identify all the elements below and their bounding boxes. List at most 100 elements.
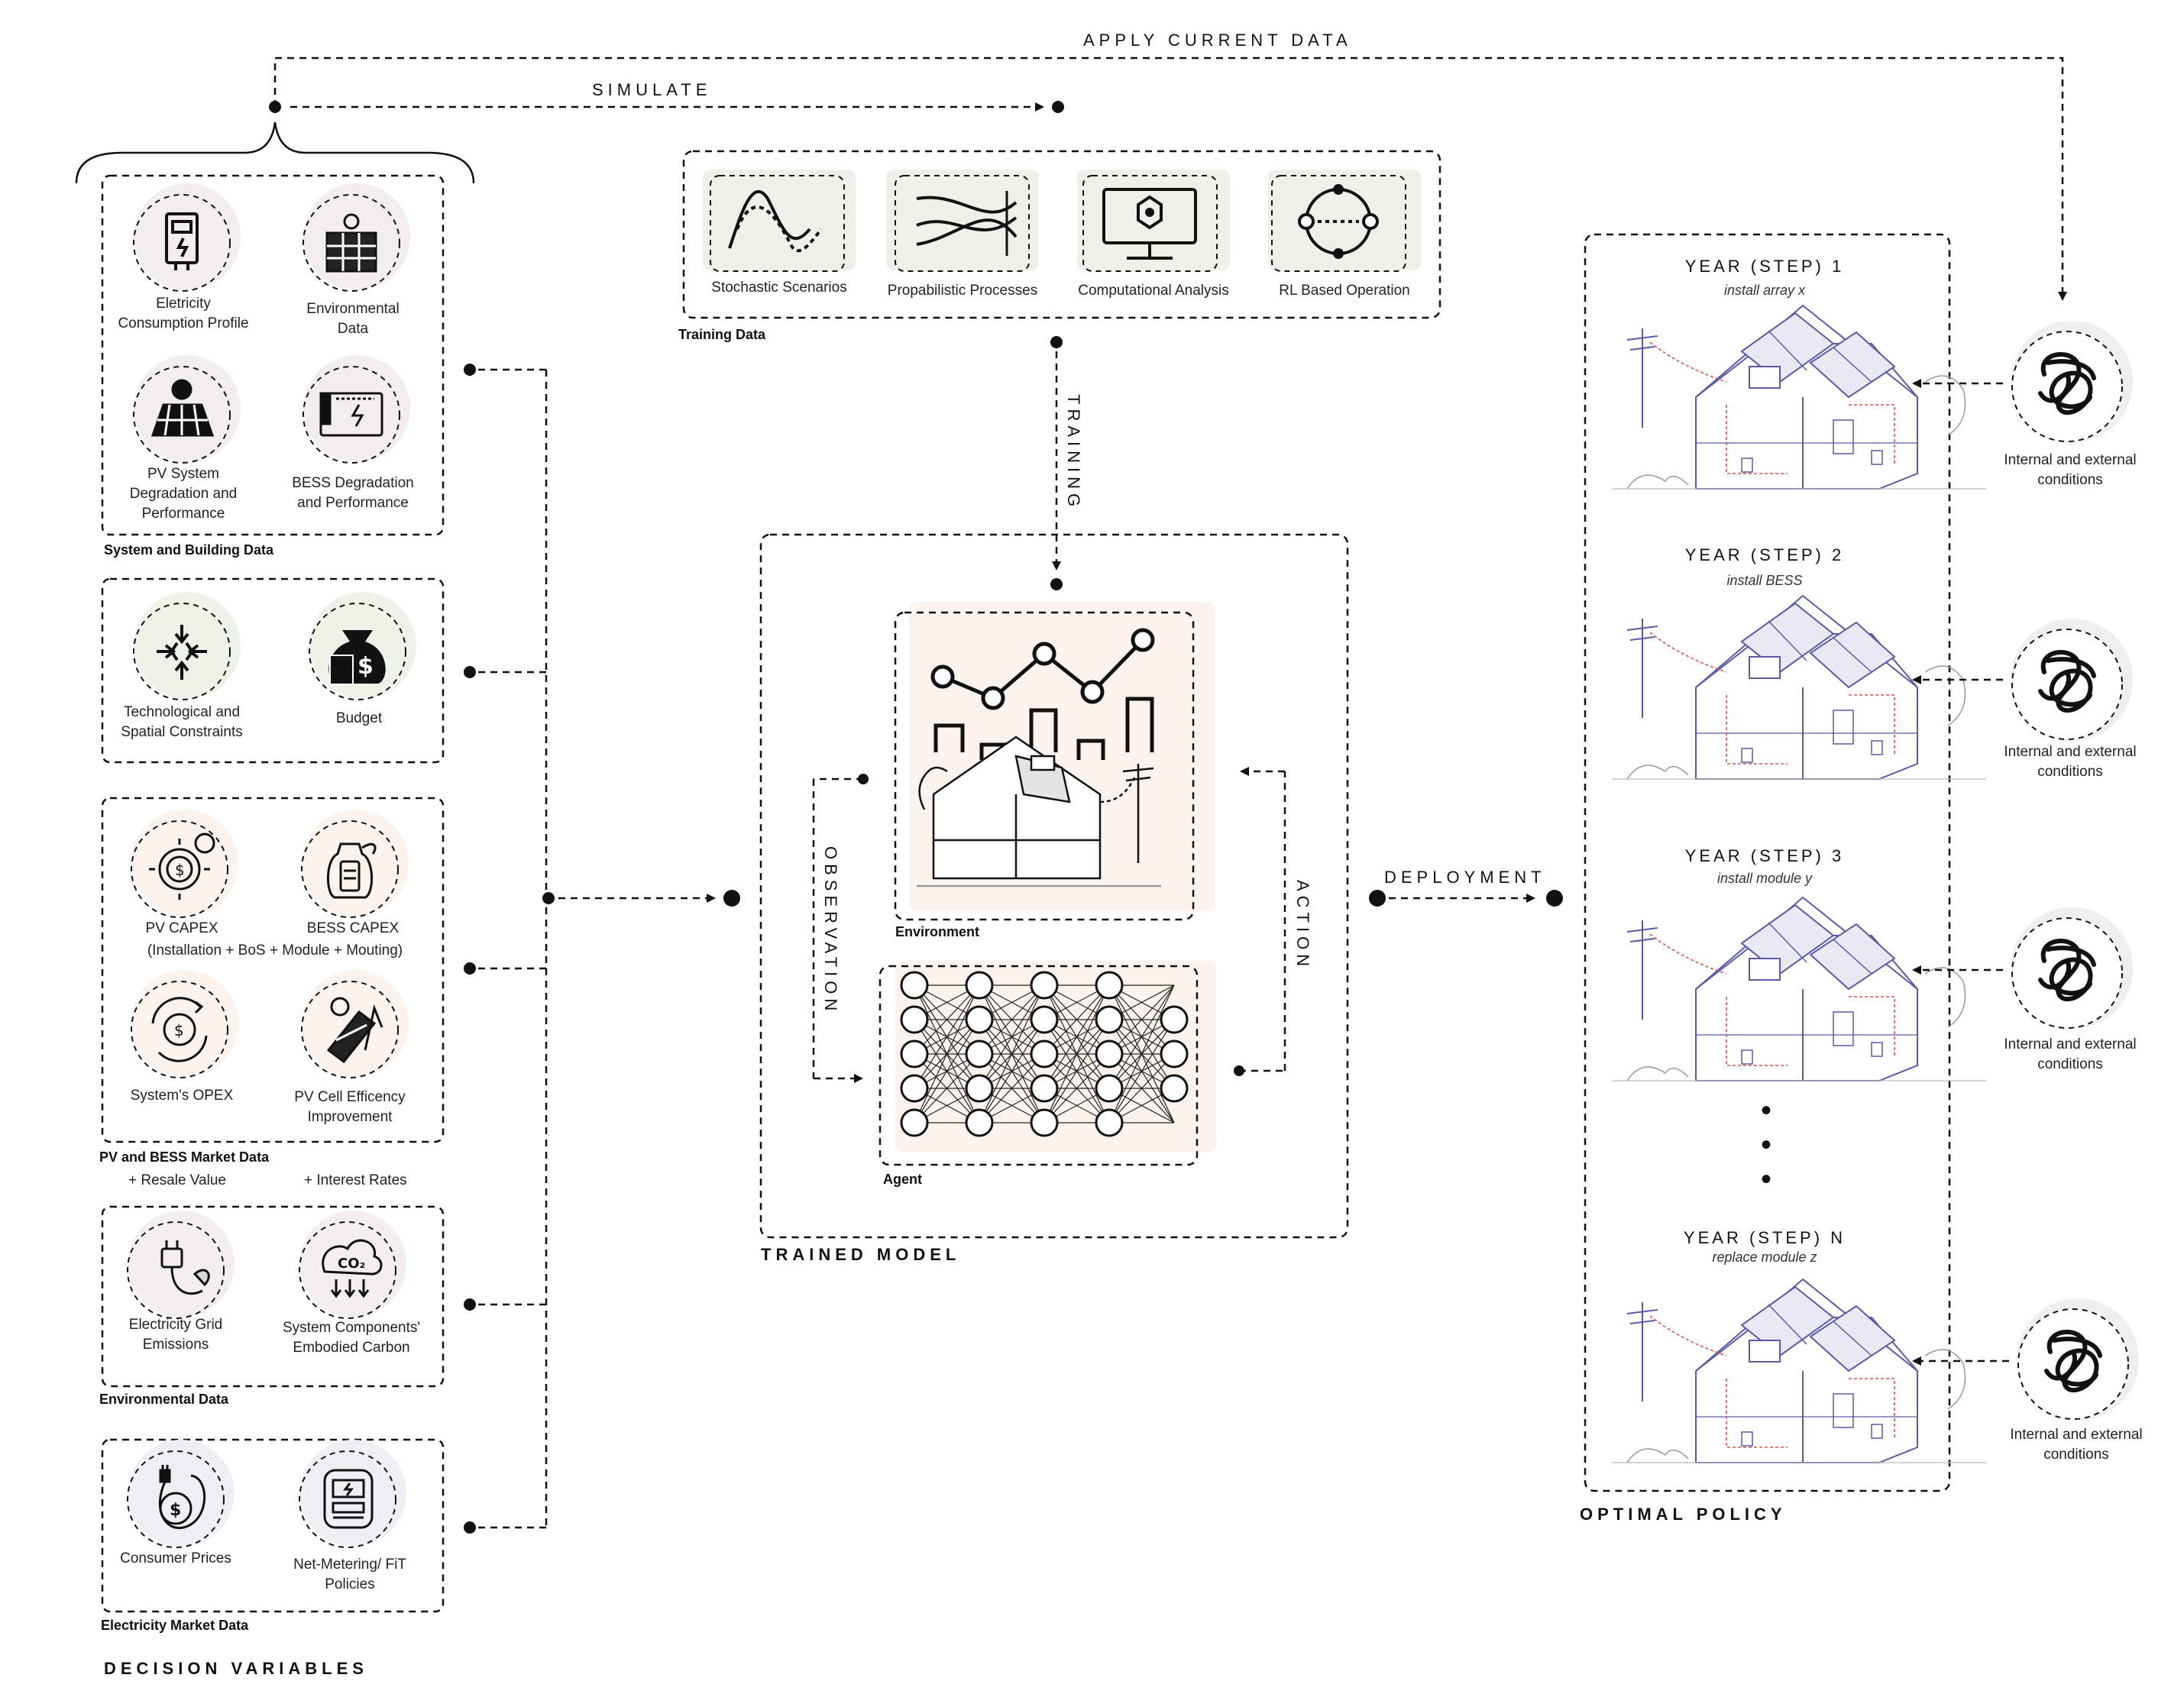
nn-node [1160, 1039, 1189, 1068]
svg-text:$: $ [175, 861, 185, 879]
label-constraints: Technological and Spatial Constraints [121, 704, 243, 740]
nn-node [900, 1039, 929, 1068]
nn-node [1030, 1005, 1059, 1034]
nn-node [1030, 1039, 1059, 1068]
step-3-title: YEAR (STEP) 3 [1684, 846, 1845, 865]
action-label: ACTION [1293, 880, 1312, 972]
caption-electricity: Electricity Market Data [101, 1618, 249, 1633]
bess-capex-jar-icon [326, 842, 377, 899]
constraints-arrows-icon [157, 625, 207, 680]
label-rl-operation: RL Based Operation [1279, 283, 1410, 299]
simulate-arrow [269, 101, 1064, 113]
opex-cycle-icon: $ [151, 997, 208, 1062]
training-arrow [1050, 336, 1063, 590]
label-conditions-3: Internal and external conditions [2004, 1036, 2137, 1072]
inputs-bus [466, 368, 716, 1529]
panel-environmental [101, 1205, 445, 1388]
pv-capex-gear-icon: $ [149, 832, 215, 900]
action-loop [1239, 767, 1286, 1072]
svg-text:$: $ [358, 653, 374, 680]
label-embodied-carbon: System Components' Embodied Carbon [283, 1320, 420, 1356]
label-resale-value: + Resale Value [128, 1172, 226, 1188]
step-n-title: YEAR (STEP) N [1683, 1228, 1846, 1247]
bess-battery-icon [319, 392, 383, 437]
label-bess-degradation: BESS Degradation and Performance [292, 475, 414, 511]
deployment-label: DEPLOYMENT [1384, 868, 1546, 887]
svg-text:$: $ [174, 1021, 184, 1039]
label-grid-emissions: Electricity Grid Emissions [128, 1317, 223, 1353]
nn-node [1160, 1074, 1189, 1103]
ellipsis-dot-3: • [1760, 1162, 1771, 1196]
panel-market [101, 797, 445, 1143]
label-stochastic: Stochastic Scenarios [711, 280, 847, 296]
consumer-prices-plug-icon: $ [158, 1465, 206, 1529]
condition-arrows [1912, 379, 2009, 1366]
panel-system-building [101, 174, 445, 536]
environment-house-icon [917, 735, 1161, 887]
step-3-action: install module y [1716, 871, 1813, 886]
observation-label: OBSERVATION [821, 846, 840, 1016]
decision-variables-label: DECISION VARIABLES [104, 1659, 368, 1678]
trained-model-panel [759, 533, 1349, 1239]
label-interest-rates: + Interest Rates [304, 1172, 407, 1188]
ellipsis-dot-1: • [1760, 1094, 1771, 1127]
nn-node [1095, 1039, 1124, 1068]
label-capex-note: (Installation + BoS + Module + Mouting) [147, 942, 403, 959]
nn-node [1160, 1005, 1189, 1034]
step-1-action: install array x [1723, 283, 1806, 298]
trained-model-label: TRAINED MODEL [761, 1245, 961, 1264]
label-consumption-profile: Eletricity Consumption Profile [118, 296, 249, 331]
probabilistic-curves-icon [916, 191, 1018, 256]
grid-emissions-plug-icon [160, 1240, 210, 1295]
label-budget: Budget [335, 710, 383, 726]
panel-electricity [101, 1438, 445, 1613]
consumption-meter-icon [165, 212, 199, 270]
simulate-label: SIMULATE [592, 80, 712, 99]
apply-current-data-arrow [273, 57, 2067, 301]
nn-node [900, 1108, 929, 1137]
nn-node [965, 1005, 994, 1034]
step-2-title: YEAR (STEP) 2 [1684, 545, 1845, 564]
house-step-1 [1611, 305, 1987, 490]
agent-panel [878, 965, 1199, 1166]
label-bess-capex: BESS CAPEX [306, 920, 400, 936]
apply-current-data-label: APPLY CURRENT DATA [1083, 31, 1352, 50]
step-2-action: install BESS [1726, 573, 1803, 588]
label-probabilistic: Propabilistic Processes [887, 283, 1038, 299]
net-metering-meter-icon [323, 1469, 374, 1529]
caption-agent: Agent [883, 1172, 922, 1187]
label-conditions-1: Internal and external conditions [2004, 452, 2137, 488]
bus-dots [464, 364, 740, 1534]
efficiency-panel-icon [326, 997, 383, 1064]
caption-training-data: Training Data [678, 327, 766, 342]
caption-system-building: System and Building Data [104, 542, 274, 558]
label-pv-capex: PV CAPEX [145, 920, 218, 936]
house-step-n [1611, 1279, 1987, 1463]
budget-moneybag-icon: $ [328, 630, 386, 685]
house-step-2 [1611, 595, 1987, 780]
nn-node [1095, 1005, 1124, 1034]
nn-node [965, 971, 994, 1000]
label-conditions-2: Internal and external conditions [2004, 744, 2137, 780]
nn-node [965, 1074, 994, 1103]
label-opex: System's OPEX [130, 1088, 234, 1104]
label-environmental-data: Environmental Data [306, 301, 400, 337]
co2-label: CO₂ [338, 1256, 365, 1272]
caption-market: PV and BESS Market Data [99, 1149, 270, 1165]
environment-panel [894, 611, 1195, 921]
nn-node [900, 1005, 929, 1034]
environment-chart-icon [930, 628, 1155, 760]
nn-node [965, 1108, 994, 1137]
label-pv-efficiency: PV Cell Efficency Improvement [294, 1089, 406, 1125]
nn-node [1030, 971, 1059, 1000]
caption-environmental: Environmental Data [99, 1392, 229, 1407]
step-n-action: replace module z [1712, 1250, 1817, 1265]
svg-text:$: $ [170, 1501, 181, 1520]
nn-node [1095, 971, 1124, 1000]
caption-environment: Environment [895, 924, 980, 939]
panel-constraints [101, 577, 445, 764]
label-computational: Computational Analysis [1078, 283, 1229, 299]
observation-loop [812, 778, 863, 1083]
nn-node [965, 1039, 994, 1068]
